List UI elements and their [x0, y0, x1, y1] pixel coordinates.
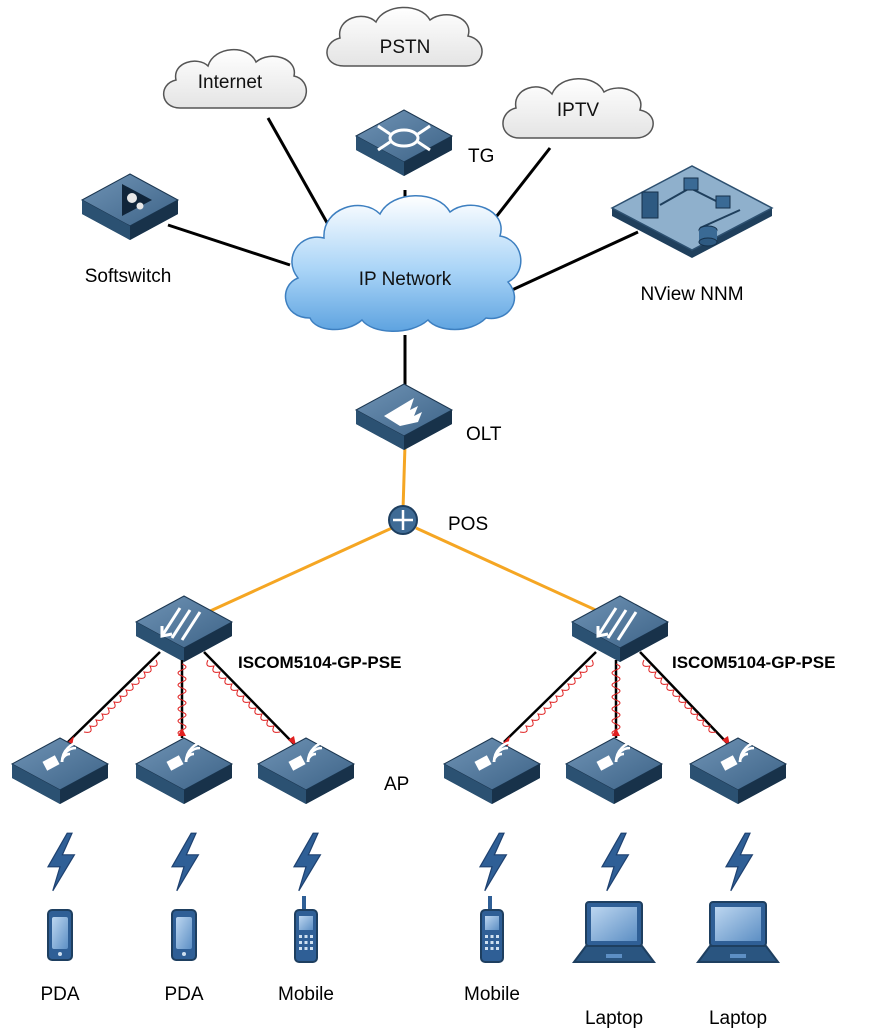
iscom-switch-left	[135, 595, 233, 663]
pda-label: PDA	[164, 984, 203, 1005]
softswitch-label: Softswitch	[85, 266, 172, 287]
switch-left-label: ISCOM5104-GP-PSE	[238, 653, 401, 672]
wireless-bolt-icon	[170, 832, 200, 892]
laptop-terminal	[696, 901, 780, 963]
ap-device	[256, 737, 356, 804]
ap-device	[688, 737, 788, 804]
nview-nnm-device	[610, 165, 774, 258]
ap-device	[134, 737, 234, 804]
tg-label: TG	[468, 146, 494, 167]
pos-splitter	[388, 505, 418, 535]
cloud-iptv: IPTV	[502, 78, 654, 139]
core-links	[167, 117, 639, 395]
pda-terminal	[171, 909, 197, 961]
wireless-bolt-icon	[724, 832, 754, 892]
iscom-switch-right	[571, 595, 669, 663]
pda-terminal	[47, 909, 73, 961]
mobile-label: Mobile	[464, 984, 520, 1005]
ap-device	[442, 737, 542, 804]
fiber-links	[207, 444, 601, 614]
cloud-pstn: PSTN	[326, 6, 483, 67]
ap-device	[10, 737, 110, 804]
ip-network-label: IP Network	[359, 269, 452, 290]
pos-label: POS	[448, 514, 488, 535]
switch-right-label: ISCOM5104-GP-PSE	[672, 653, 835, 672]
olt-label: OLT	[466, 424, 502, 445]
wireless-bolt-icon	[46, 832, 76, 892]
laptop-label: Laptop	[585, 1008, 643, 1029]
access-points	[10, 737, 788, 804]
iptv-label: IPTV	[557, 100, 600, 121]
softswitch-device	[81, 173, 179, 241]
laptop-label: Laptop	[709, 1008, 767, 1029]
mobile-terminal	[480, 896, 504, 963]
mobile-label: Mobile	[278, 984, 334, 1005]
mobile-terminal	[294, 896, 318, 963]
laptop-terminal	[572, 901, 656, 963]
terminals: PDA PDA Mobile	[40, 896, 780, 1029]
cloud-ip-network: IP Network	[284, 195, 522, 332]
cloud-internet: Internet	[163, 48, 308, 109]
olt-device	[355, 383, 453, 451]
ap-device	[564, 737, 664, 804]
ap-label: AP	[384, 774, 409, 795]
wireless-bolt-icon	[600, 832, 630, 892]
pstn-label: PSTN	[380, 37, 431, 58]
tg-device	[355, 109, 453, 177]
pda-label: PDA	[40, 984, 79, 1005]
wireless-bolt-icon	[478, 832, 508, 892]
nview-label: NView NNM	[640, 284, 743, 305]
wireless-bolts	[46, 832, 754, 892]
wireless-bolt-icon	[292, 832, 322, 892]
internet-label: Internet	[198, 72, 263, 93]
